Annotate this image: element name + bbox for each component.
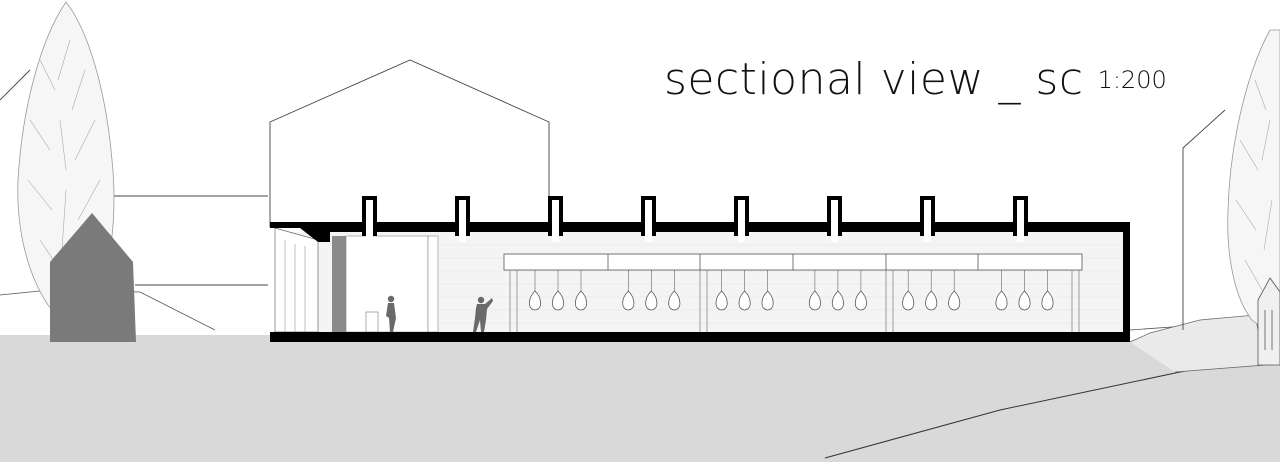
ground-fill <box>0 335 1280 462</box>
neighbour-house-silhouette <box>50 213 136 342</box>
floor-slab <box>270 332 1130 342</box>
roof-slab <box>320 222 1130 232</box>
skylight-monitor <box>362 196 377 242</box>
drawing-title-main: sectional view _ sc <box>664 54 1084 105</box>
chapel-right <box>1257 277 1280 366</box>
right-gable-building <box>1182 109 1226 330</box>
left-roof-line <box>0 69 31 101</box>
pendant-lamp <box>715 290 728 311</box>
skylight-monitor <box>734 196 749 242</box>
skylight-monitor <box>548 196 563 242</box>
skylight-monitor <box>455 196 470 242</box>
right-wall <box>1123 222 1130 342</box>
background-buildings <box>0 59 1226 330</box>
left-wall-upper <box>270 222 320 228</box>
pendant-lamp <box>645 290 658 311</box>
pendant-lamp <box>738 290 751 311</box>
pendant-lamp <box>551 290 565 311</box>
pendant-lamp <box>948 290 961 311</box>
terrain <box>0 289 1280 462</box>
pendant-lamp <box>808 290 821 311</box>
pendant-lamp <box>854 290 867 311</box>
pendant-lamp <box>925 290 938 311</box>
right-bank <box>1129 314 1266 373</box>
skylight-monitor <box>1013 196 1028 242</box>
roof-with-skylights <box>320 196 1130 242</box>
skylight-monitor <box>920 196 935 242</box>
pendant-lamp <box>761 290 774 311</box>
skylight-monitor <box>827 196 842 242</box>
pendant-lamp <box>831 290 844 311</box>
display-band-dividers <box>607 254 979 270</box>
human-figure-standing <box>386 295 396 332</box>
pendant-lamps <box>528 270 1054 311</box>
skylight-monitor <box>641 196 656 242</box>
pendant-lamp <box>574 290 588 311</box>
entry-zone <box>274 227 439 333</box>
gable-house <box>269 59 550 227</box>
pendant-lamp <box>1041 290 1054 311</box>
pendant-lamp <box>995 290 1008 311</box>
pendant-lamp <box>1018 290 1031 311</box>
pendant-lamp <box>528 290 542 311</box>
human-figure-gesturing <box>473 296 493 332</box>
drawing-scale: 1:200 <box>1097 66 1167 94</box>
main-building-section <box>270 196 1130 342</box>
pendant-lamp <box>622 290 635 311</box>
pendant-lamp <box>668 290 681 311</box>
mullions <box>509 270 1080 332</box>
pendant-lamp <box>902 290 915 311</box>
